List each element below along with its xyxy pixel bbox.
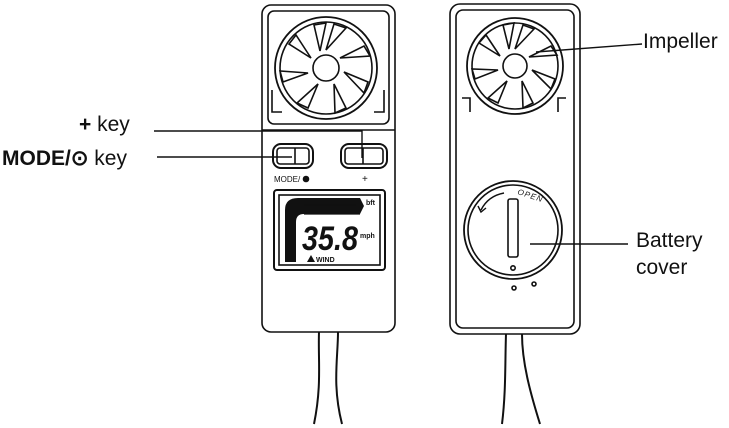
- device-front: [261, 4, 396, 425]
- back-body: [449, 3, 581, 335]
- mode-key-button[interactable]: [272, 143, 314, 169]
- mode-key-symbol: ⊙: [70, 147, 89, 170]
- back-cord-right: [521, 333, 541, 425]
- mode-key-text: key: [88, 147, 127, 170]
- battery-cover-slot: [507, 198, 519, 258]
- open-arrow-icon: [480, 192, 505, 211]
- device-back: [449, 3, 581, 425]
- mode-key-label: MODE/⊙ key: [2, 147, 127, 171]
- lcd-unit-top: bft: [366, 200, 376, 207]
- mode-caption-dot-icon: [302, 175, 310, 183]
- back-impeller: [466, 17, 564, 115]
- mode-caption: MODE/: [274, 175, 301, 184]
- plus-key-text: key: [91, 113, 130, 136]
- plus-key-button[interactable]: [340, 143, 388, 169]
- callouts: [154, 43, 643, 245]
- back-cord-left: [501, 333, 507, 425]
- impeller-callout: [535, 43, 643, 53]
- plus-key-label: + key: [79, 113, 130, 137]
- lcd-wind-label: WIND: [316, 257, 335, 264]
- lcd-reading: 35.8: [302, 220, 358, 258]
- battery-cover-label-line1: Battery: [636, 229, 703, 252]
- battery-cover[interactable]: [463, 180, 563, 280]
- impeller-label: Impeller: [643, 30, 718, 53]
- wind-triangle-icon: [307, 255, 315, 262]
- plus-key-callout: [154, 130, 363, 158]
- front-cord-right: [335, 331, 343, 425]
- battery-cover-label-line2: cover: [636, 256, 688, 279]
- front-top-panel: [267, 10, 390, 125]
- lcd-frame: [273, 189, 386, 271]
- mode-key-name: MODE/: [2, 147, 71, 170]
- front-impeller: [274, 16, 378, 120]
- front-body: [261, 4, 396, 333]
- plus-key-symbol: +: [79, 113, 92, 136]
- plus-caption: +: [362, 174, 368, 185]
- lcd-unit-right: mph: [360, 233, 375, 240]
- front-cord-left: [313, 331, 321, 425]
